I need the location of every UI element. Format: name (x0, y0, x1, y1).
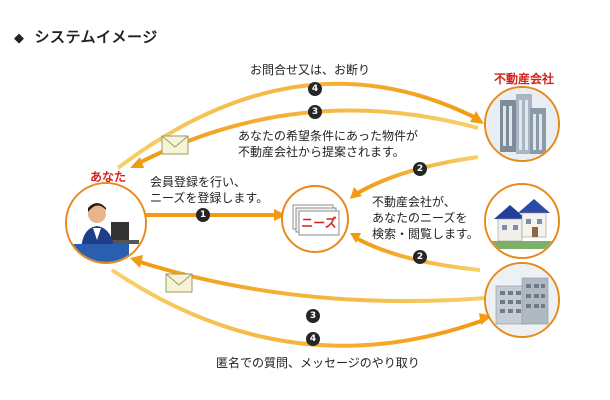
arrow-search-lower (355, 236, 481, 272)
you-circle (65, 182, 147, 264)
search-line-2: あなたのニーズを (372, 211, 468, 225)
search-line-1: 不動産会社が、 (372, 195, 456, 209)
step-badge-2-lower: 2 (413, 250, 427, 264)
houses-icon (486, 185, 558, 257)
needs-label: ニーズ (301, 215, 336, 230)
step-badge-3-bottom: 3 (306, 309, 320, 323)
realtor-apartment-circle (484, 262, 560, 338)
top-exchange-label: お問合せ又は、お断り (250, 63, 371, 77)
arrow-search-upper-head (350, 187, 362, 199)
needs-circle: ニーズ (281, 185, 349, 253)
arrow-search-upper (354, 155, 479, 196)
arrow-register-head (274, 209, 286, 221)
arrow-top-inner-head (130, 157, 144, 168)
register-line-2: ニーズを登録します。 (150, 191, 269, 205)
register-line-1: 会員登録を行い、 (150, 175, 247, 189)
arrow-top-outer-head (470, 111, 484, 124)
you-label: あなた (90, 170, 127, 184)
step-badge-1: 1 (196, 208, 210, 222)
envelope-icon (165, 273, 193, 293)
person-at-computer-icon (67, 184, 145, 262)
arrow-bottom-outer (110, 268, 485, 348)
realtor-label: 不動産会社 (494, 72, 555, 86)
realtor-building-circle (484, 86, 560, 162)
search-line-3: 検索・閲覧します。 (372, 227, 479, 241)
proposal-line-1: あなたの希望条件にあった物件が (238, 129, 419, 143)
arrow-top-outer (116, 81, 477, 170)
apartment-building-icon (486, 264, 558, 336)
step-badge-2-upper: 2 (413, 162, 427, 176)
arrow-search-lower-head (350, 233, 361, 243)
realtor-houses-circle (484, 183, 560, 259)
proposal-line-2: 不動産会社から提案されます。 (238, 145, 405, 159)
diamond-bullet-icon: ◆ (14, 31, 25, 46)
step-badge-4-bottom: 4 (306, 332, 320, 346)
needs-document-icon: ニーズ (292, 204, 340, 236)
page-title-text: システムイメージ (34, 28, 158, 46)
envelope-icon (161, 135, 189, 155)
page-title: ◆ システムイメージ (14, 26, 158, 47)
bottom-exchange-label: 匿名での質問、メッセージのやり取り (216, 356, 420, 370)
office-building-icon (486, 88, 558, 160)
step-badge-4-top: 4 (308, 82, 322, 96)
step-badge-3-top: 3 (308, 105, 322, 119)
